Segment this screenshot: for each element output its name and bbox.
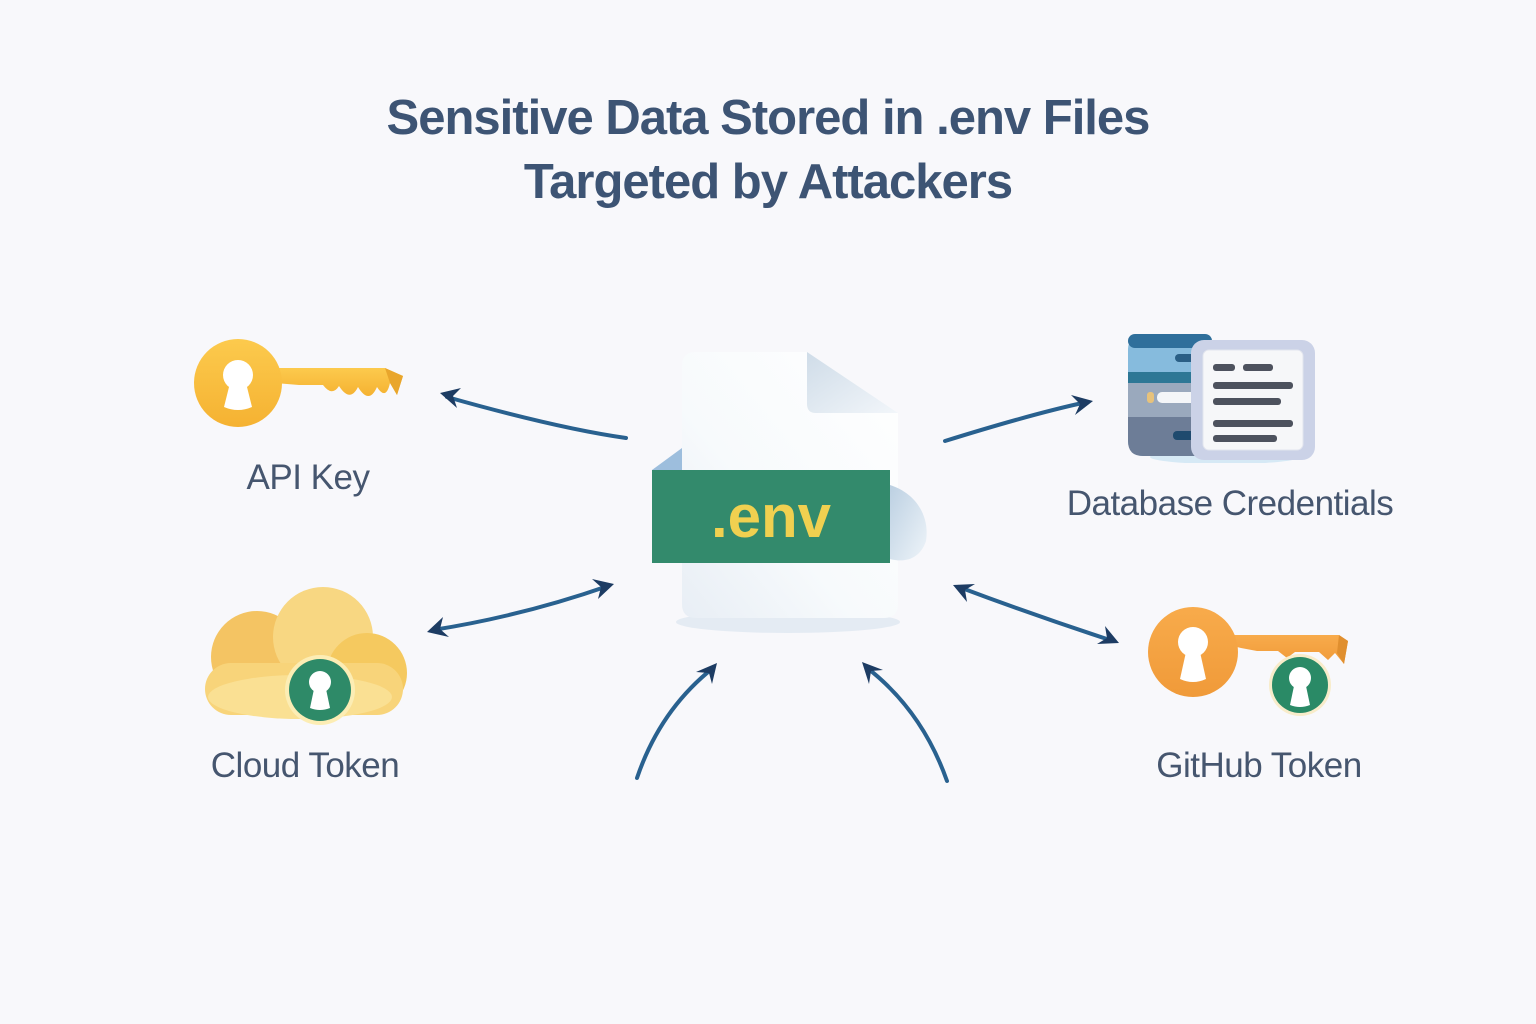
key-lock-icon (1148, 607, 1348, 716)
arrow-bottom-left-to-env-icon (635, 663, 717, 780)
api-key-label: API Key (246, 458, 370, 497)
arrow-bottom-right-to-env-icon (862, 662, 949, 783)
database-document-icon (1128, 334, 1315, 463)
keyhole-icon (223, 360, 253, 390)
key-shaft (1233, 635, 1348, 664)
server-lid-band (1128, 334, 1212, 348)
badge-keyhole-stem (1290, 686, 1310, 707)
env-file-icon: .env (652, 352, 927, 633)
ribbon-curl-right (890, 485, 927, 561)
cloud-token-label: Cloud Token (210, 746, 400, 785)
credentials-text-lines (1213, 364, 1293, 442)
arrow-env-github-double-icon (953, 584, 1119, 644)
title-line-2: Targeted by Attackers (523, 155, 1013, 209)
arrow-env-cloud-double-icon (427, 579, 614, 637)
key-shaft-bevel (1337, 635, 1348, 664)
server-indicator-dot (1147, 392, 1154, 403)
database-credentials-label: Database Credentials (1066, 484, 1394, 523)
github-token-label: GitHub Token (1156, 746, 1362, 785)
key-icon (194, 339, 403, 427)
keyhole-stem (224, 383, 252, 410)
file-fold-corner-icon (807, 352, 898, 413)
keyhole-stem (1180, 652, 1206, 682)
keyhole-icon (1178, 627, 1208, 657)
key-shaft (275, 368, 403, 396)
cloud-lock-icon (205, 587, 407, 725)
ribbon-fold-left (652, 448, 682, 470)
env-banner-label: .env (711, 483, 832, 550)
env-banner (652, 470, 890, 563)
page-title: Sensitive Data Stored in .env Files Targ… (0, 86, 1536, 214)
badge-keyhole-icon (1289, 667, 1311, 689)
badge-keyhole-stem (310, 689, 330, 710)
badge-keyhole-icon (309, 671, 331, 693)
arrow-env-to-database-icon (943, 395, 1093, 443)
arrow-env-to-api-key-icon (440, 388, 628, 440)
title-line-1: Sensitive Data Stored in .env Files (386, 91, 1151, 145)
key-shaft-bevel (385, 368, 403, 395)
server-band-mid (1128, 372, 1212, 383)
